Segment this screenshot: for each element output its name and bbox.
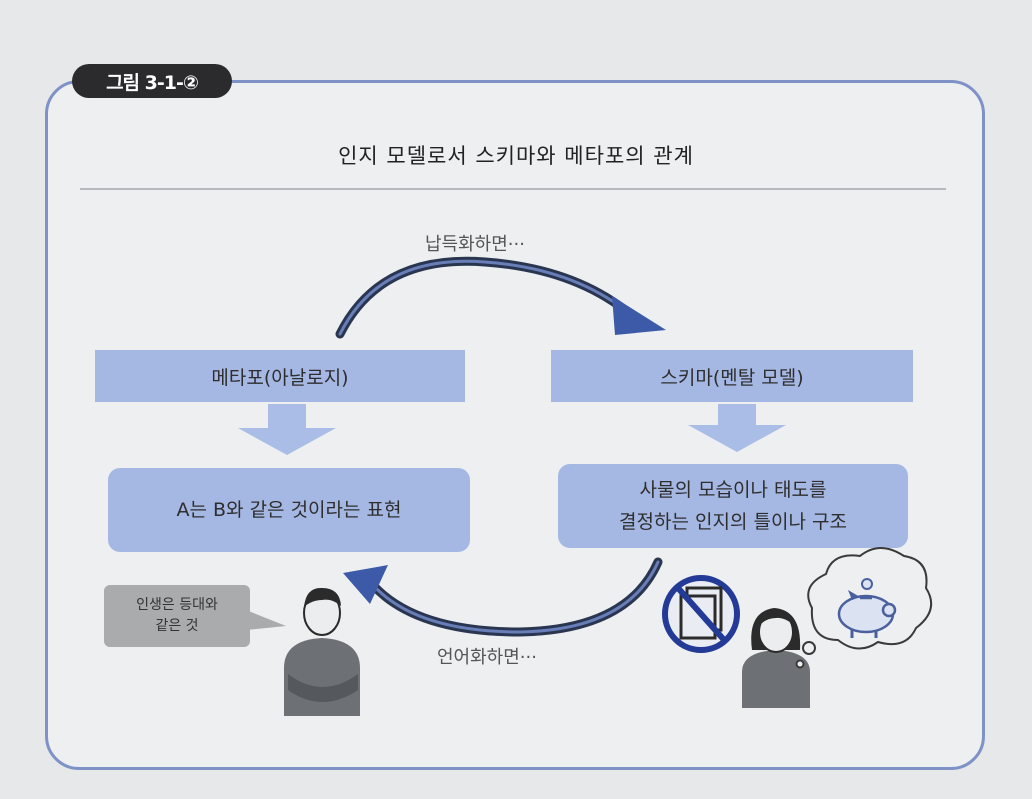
- figure-badge: 그림 3-1-②: [72, 64, 232, 98]
- schema-header: 스키마(멘탈 모델): [551, 350, 913, 402]
- curved-arrow-icon: [335, 256, 666, 339]
- down-arrow-icon: [688, 404, 786, 452]
- metaphor-description: A는 B와 같은 것이라는 표현: [108, 468, 470, 552]
- title-divider: [80, 188, 946, 190]
- schema-description-line: 결정하는 인지의 틀이나 구조: [619, 511, 847, 533]
- schema-description-line: 사물의 모습이나 태도를: [639, 479, 827, 501]
- no-books-icon: [662, 575, 740, 653]
- woman-icon: [742, 608, 810, 708]
- metaphor-description-text: A는 B와 같은 것이라는 표현: [176, 499, 402, 521]
- speech-line: 인생은 등대와: [136, 597, 218, 613]
- schema-description: 사물의 모습이나 태도를 결정하는 인지의 틀이나 구조: [558, 464, 908, 548]
- speech-bubble-tail: [246, 610, 286, 630]
- bottom-arrow-label: 언어화하면···: [437, 647, 537, 668]
- metaphor-header: 메타포(아날로지): [95, 350, 465, 402]
- curved-arrow-icon: [343, 557, 663, 637]
- top-arrow-label: 납득화하면···: [425, 234, 525, 255]
- down-arrow-icon: [238, 404, 336, 455]
- man-icon: [284, 587, 360, 716]
- speech-bubble: 인생은 등대와 같은 것: [104, 585, 250, 647]
- piggy-bank-icon: [837, 578, 897, 638]
- speech-line: 같은 것: [155, 618, 199, 634]
- figure-frame: [45, 80, 985, 770]
- figure-title: 인지 모델로서 스키마와 메타포의 관계: [338, 144, 694, 168]
